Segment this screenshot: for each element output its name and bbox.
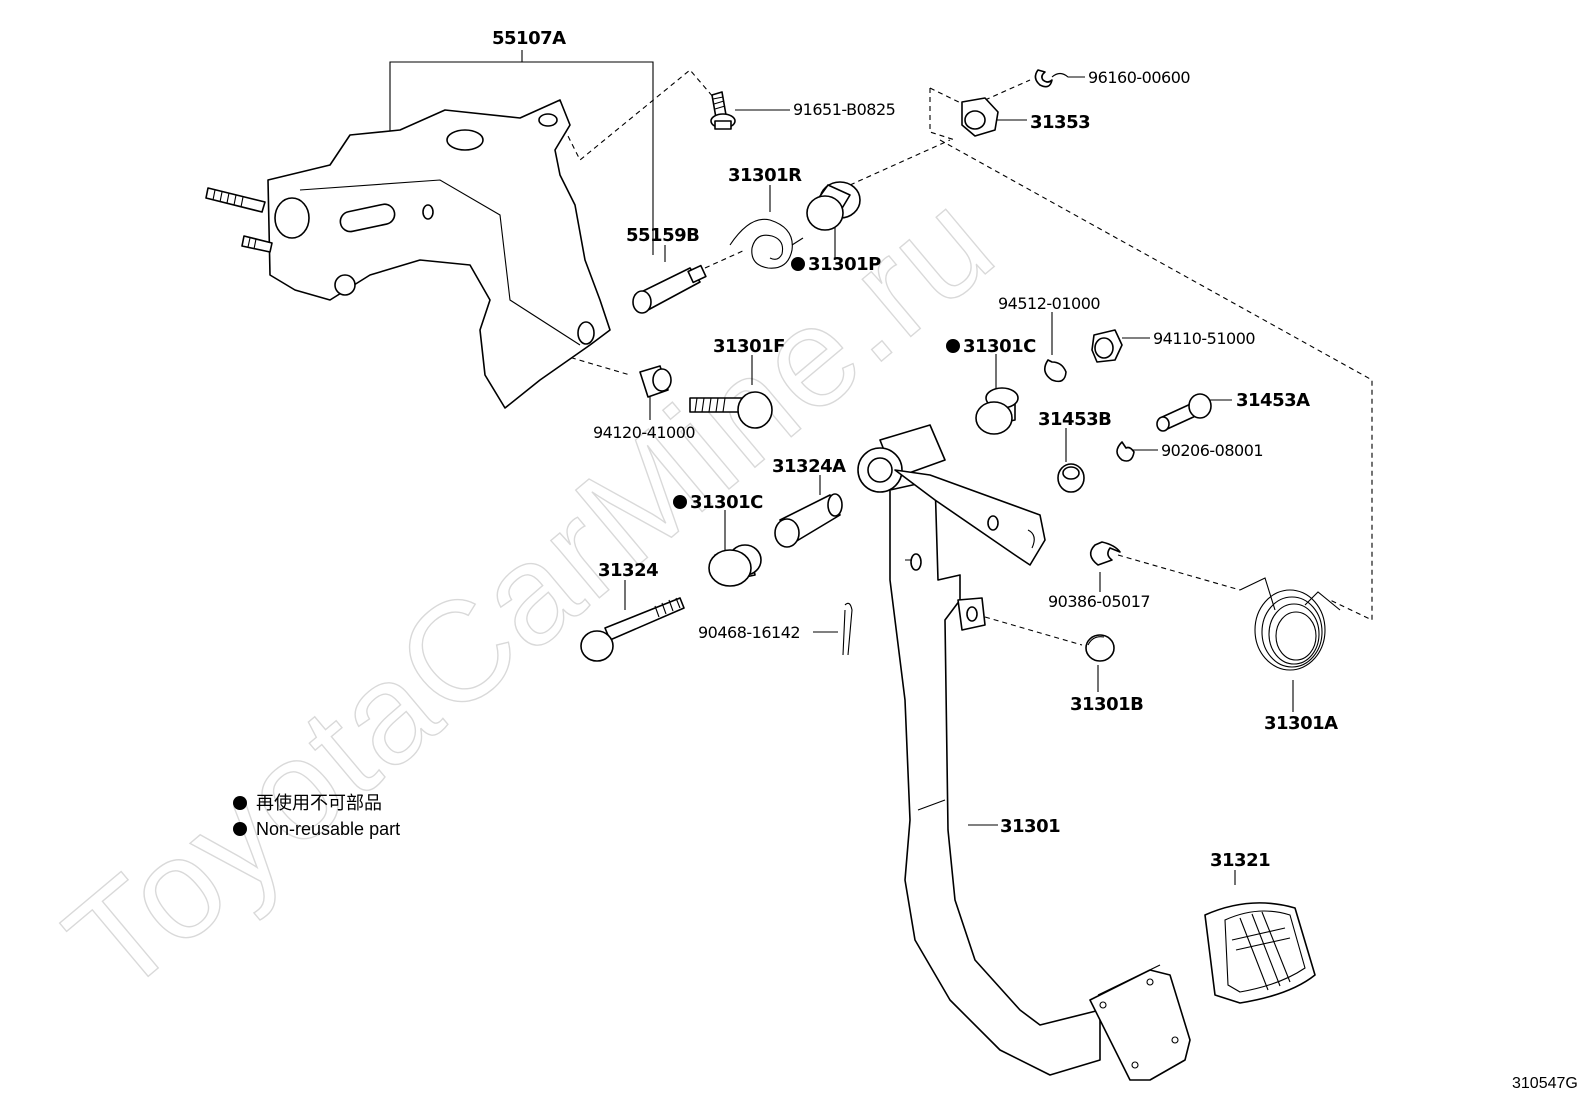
label-31301c-upper: 31301C	[963, 336, 1036, 357]
label-31353: 31353	[1030, 112, 1090, 133]
legend-en: Non-reusable part	[256, 819, 400, 839]
label-31301f: 31301F	[713, 336, 785, 357]
part-labels: 55107A 91651-B0825 96160-00600 31353 313…	[492, 28, 1339, 871]
bolt-31324-drawing	[580, 597, 685, 662]
bushing-31301p-drawing	[806, 181, 861, 231]
label-94120-41000: 94120-41000	[593, 423, 695, 442]
pedal-31301-drawing	[857, 424, 1191, 1081]
label-31301c-lower: 31301C	[690, 492, 763, 513]
eclip-96160-drawing	[1034, 69, 1053, 88]
label-90206-08001: 90206-08001	[1161, 441, 1263, 460]
bracket-55107a-drawing	[205, 99, 611, 409]
label-55107a: 55107A	[492, 28, 566, 49]
label-31453b: 31453B	[1038, 409, 1111, 430]
collar-94120-drawing	[639, 365, 672, 398]
label-31324a: 31324A	[772, 456, 846, 477]
clip-90206-drawing	[1116, 441, 1135, 462]
label-31301r: 31301R	[728, 165, 802, 186]
legend: 再使用不可部品 Non-reusable part	[233, 793, 400, 839]
leader-lines	[389, 50, 1373, 885]
collar-31324a-drawing	[774, 493, 843, 548]
label-94512-01000: 94512-01000	[998, 294, 1100, 313]
bushing-31301c-upper-drawing	[975, 387, 1019, 435]
label-55159b: 55159B	[626, 225, 699, 246]
label-91651-b0825: 91651-B0825	[793, 100, 895, 119]
bushing-31453b-drawing	[1057, 463, 1085, 493]
label-31301b: 31301B	[1070, 694, 1143, 715]
label-31301a: 31301A	[1264, 713, 1338, 734]
spring-31301a-drawing	[1239, 577, 1341, 671]
clip-90386-drawing	[1089, 541, 1121, 566]
pin-90468-drawing	[842, 602, 853, 656]
legend-dot-en	[233, 822, 247, 836]
stopper-31301b-drawing	[1085, 634, 1115, 662]
bolt-31453a-drawing	[1156, 393, 1212, 432]
non-reusable-marker-31301c-upper	[946, 339, 960, 353]
label-31301: 31301	[1000, 816, 1060, 837]
label-31453a: 31453A	[1236, 390, 1310, 411]
label-90386-05017: 90386-05017	[1048, 592, 1150, 611]
spring-31301r-drawing	[729, 218, 804, 269]
label-31324: 31324	[598, 560, 658, 581]
diagram-code: 310547G	[1512, 1075, 1578, 1092]
non-reusable-marker-31301p	[791, 257, 805, 271]
label-31321: 31321	[1210, 850, 1270, 871]
legend-dot-jp	[233, 796, 247, 810]
pin-55159b-drawing	[632, 264, 707, 314]
label-90468-16142: 90468-16142	[698, 623, 800, 642]
bushing-31301c-lower-drawing	[708, 544, 762, 587]
nut-94110-drawing	[1091, 329, 1123, 363]
label-96160-00600: 96160-00600	[1088, 68, 1190, 87]
bolt-31301f-drawing	[689, 391, 773, 429]
washer-94512-drawing	[1044, 359, 1067, 383]
nut-31353-drawing	[961, 97, 999, 137]
non-reusable-marker-31301c-lower	[673, 495, 687, 509]
label-94110-51000: 94110-51000	[1153, 329, 1255, 348]
label-31301p: 31301P	[808, 254, 881, 275]
legend-jp: 再使用不可部品	[256, 793, 382, 813]
pad-31321-drawing	[1204, 902, 1316, 1004]
bolt-91651-drawing	[710, 91, 736, 130]
